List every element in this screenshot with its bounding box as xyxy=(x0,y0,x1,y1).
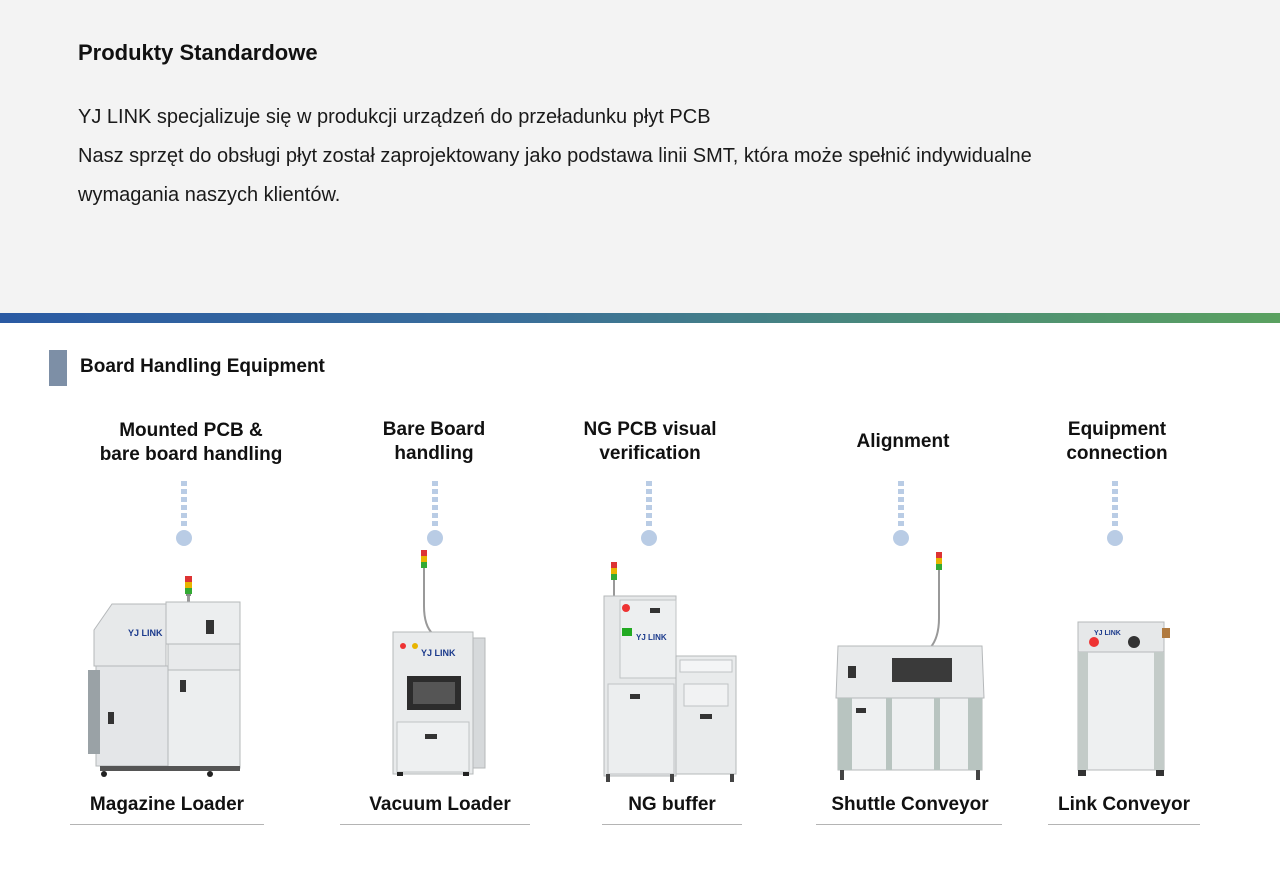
brand-logo: YJ LINK xyxy=(421,648,456,658)
category-bare-board: Bare Board handling xyxy=(354,418,514,466)
gradient-divider xyxy=(0,313,1280,323)
category-line: handling xyxy=(394,443,474,464)
category-alignment: Alignment xyxy=(823,430,983,454)
connector-dot xyxy=(176,530,192,546)
connector-dot xyxy=(893,530,909,546)
category-line: connection xyxy=(1066,443,1168,464)
product-link-conveyor: Link Conveyor xyxy=(1058,794,1190,815)
connector-dot xyxy=(641,530,657,546)
category-mounted-pcb: Mounted PCB & bare board handling xyxy=(91,419,291,467)
category-line: verification xyxy=(599,443,701,464)
connector-line xyxy=(1112,481,1118,529)
section-title: Board Handling Equipment xyxy=(80,356,325,377)
link-conveyor-image: YJ LINK xyxy=(1077,621,1170,776)
connector-line xyxy=(181,481,187,529)
connector-dot xyxy=(427,530,443,546)
shuttle-conveyor-image xyxy=(835,552,985,780)
category-ng-pcb: NG PCB visual verification xyxy=(564,418,736,466)
intro-panel: Produkty Standardowe YJ LINK specjalizuj… xyxy=(0,0,1280,313)
product-underline xyxy=(602,824,742,825)
connector-line xyxy=(646,481,652,529)
product-underline xyxy=(1048,824,1200,825)
vacuum-loader-image: YJ LINK xyxy=(392,550,486,776)
product-shuttle-conveyor: Shuttle Conveyor xyxy=(831,794,989,815)
category-line: Equipment xyxy=(1067,419,1167,440)
brand-logo: YJ LINK xyxy=(128,628,163,638)
connector-line xyxy=(898,481,904,529)
category-line: Mounted PCB & xyxy=(119,420,263,441)
intro-line-2: Nasz sprzęt do obsługi płyt został zapro… xyxy=(78,145,1032,167)
page-title: Produkty Standardowe xyxy=(78,40,318,65)
section-marker xyxy=(49,350,67,386)
product-magazine-loader: Magazine Loader xyxy=(89,794,245,815)
category-line: NG PCB visual xyxy=(583,419,717,440)
product-underline xyxy=(70,824,264,825)
intro-line-3: wymagania naszych klientów. xyxy=(78,184,341,206)
product-underline xyxy=(816,824,1002,825)
ng-buffer-image: YJ LINK xyxy=(603,562,737,782)
product-underline xyxy=(340,824,530,825)
category-line: Alignment xyxy=(856,431,950,452)
product-ng-buffer: NG buffer xyxy=(628,794,716,815)
connector-dot xyxy=(1107,530,1123,546)
category-line: bare board handling xyxy=(99,444,283,465)
category-line: Bare Board xyxy=(382,419,486,440)
magazine-loader-image: YJ LINK xyxy=(88,576,241,777)
brand-logo: YJ LINK xyxy=(1094,630,1121,637)
connector-line xyxy=(432,481,438,529)
product-vacuum-loader: Vacuum Loader xyxy=(369,794,511,815)
intro-line-1: YJ LINK specjalizuje się w produkcji urz… xyxy=(78,106,711,128)
brand-logo: YJ LINK xyxy=(636,633,667,642)
category-equipment-connection: Equipment connection xyxy=(1042,418,1192,466)
